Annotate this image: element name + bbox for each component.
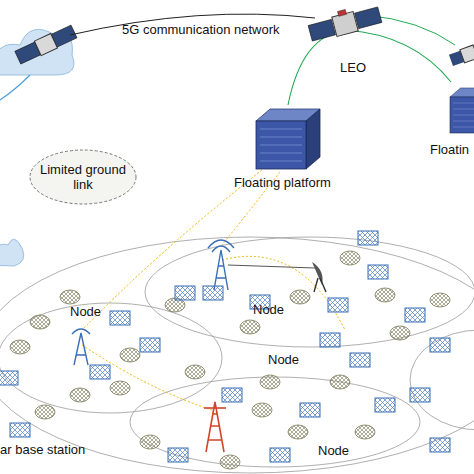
terminal-circle xyxy=(340,251,360,265)
terminal-circle xyxy=(185,365,205,379)
cloud xyxy=(0,239,24,266)
terminal-box xyxy=(90,365,110,379)
terminal-circle xyxy=(30,315,50,329)
link-line xyxy=(0,75,30,100)
terminal-circle xyxy=(70,388,90,402)
terminal-box xyxy=(270,448,290,462)
terminal-icons xyxy=(0,231,450,469)
text-label: Node xyxy=(253,302,284,317)
text-label: Node xyxy=(318,443,349,458)
link-line xyxy=(228,265,315,268)
terminal-box xyxy=(175,286,195,300)
satellite xyxy=(449,45,474,67)
text-label: Node xyxy=(268,352,299,367)
terminal-circle xyxy=(290,290,310,304)
terminal-box xyxy=(328,298,348,312)
text-label: Node xyxy=(70,304,101,319)
satellite-link xyxy=(288,30,346,105)
coverage-area xyxy=(0,237,474,473)
terminal-circle xyxy=(430,293,450,307)
satellite xyxy=(14,24,77,65)
terminal-circle xyxy=(355,425,375,439)
terminal-circle xyxy=(330,375,350,389)
terminal-box xyxy=(368,265,388,279)
terminal-box xyxy=(110,311,130,325)
terminal-box xyxy=(430,438,450,452)
terminal-circle xyxy=(35,405,55,419)
terminal-box xyxy=(430,338,450,352)
terminal-box xyxy=(350,353,370,367)
node-label: Floating platform xyxy=(234,175,331,190)
terminal-circle xyxy=(390,326,410,340)
floating-platform: Floating platform xyxy=(228,105,348,191)
terminal-circle xyxy=(140,435,160,449)
terminal-box xyxy=(168,448,188,462)
terminal-box xyxy=(0,371,18,385)
terminal-circle xyxy=(220,455,240,469)
node-label: LEO xyxy=(340,60,366,75)
terminal-box xyxy=(10,423,30,437)
terminal-box xyxy=(222,388,242,402)
terminal-circle xyxy=(260,375,280,389)
terminal-box xyxy=(300,403,320,417)
network-label: 5G communication network xyxy=(122,22,280,37)
terminal-box xyxy=(203,286,223,300)
terminal-box xyxy=(358,231,378,245)
satellite-dish xyxy=(312,262,326,292)
floating-platform: Floatin xyxy=(428,82,474,157)
terminal-circle xyxy=(120,348,140,362)
terminal-box xyxy=(405,308,425,322)
cellular-tower xyxy=(208,240,234,290)
terminal-circle xyxy=(10,340,30,354)
terminal-circle xyxy=(110,381,130,395)
terminal-box xyxy=(140,338,160,352)
terminal-circle xyxy=(252,403,272,417)
terminal-box xyxy=(410,388,430,402)
node-label: Limited ground link xyxy=(38,162,128,192)
cellular-tower xyxy=(204,402,226,452)
node-label: Floatin xyxy=(430,142,469,157)
satellite-node: LEO xyxy=(305,0,387,80)
terminal-box xyxy=(320,333,340,347)
terminal-circle xyxy=(288,425,308,439)
text-label: ar base station xyxy=(0,442,85,457)
terminal-circle xyxy=(375,288,395,302)
terminal-circle xyxy=(60,290,80,304)
cellular-tower xyxy=(72,329,90,365)
terminal-box xyxy=(375,398,395,412)
wireless-link xyxy=(82,170,345,410)
ground-link-ellipse: Limited ground link xyxy=(28,148,138,206)
terminal-circle xyxy=(240,320,260,334)
